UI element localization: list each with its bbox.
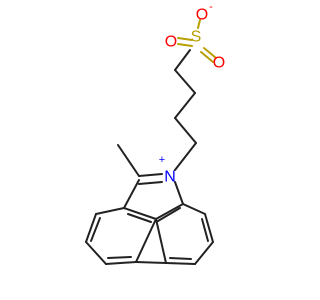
structure-canvas: S O - O O N + — [85, 1, 225, 265]
atom-nitrogen-label: N — [164, 169, 176, 186]
bond-layer — [85, 19, 217, 265]
bond-n-c2-b — [138, 181, 163, 185]
bond-c2a-c3 — [95, 207, 125, 215]
atom-label-layer: S O - O O N + — [159, 1, 225, 186]
bond-inner-1 — [90, 217, 101, 242]
bond-s-o-right-b — [200, 51, 214, 63]
bond-c8a-c8b — [155, 203, 184, 220]
atom-sulfur-label: S — [191, 29, 202, 46]
atom-oxygen-right-label: O — [213, 55, 225, 72]
bond-c3-c4 — [85, 213, 97, 243]
bond-c2-c3 — [174, 92, 196, 119]
bond-inner-2 — [107, 256, 132, 259]
bond-c8a-c8 — [182, 203, 206, 215]
nitrogen-positive-charge: + — [159, 154, 165, 166]
bond-c6-c5a — [165, 262, 196, 265]
bond-inner-6 — [157, 207, 181, 222]
bond-c2-c2a — [123, 179, 140, 209]
bond-n-c8a — [174, 181, 184, 205]
atom-oxygen-top-label: O — [196, 7, 208, 24]
bond-inner-4 — [201, 218, 209, 242]
oxygen-negative-charge: - — [209, 1, 213, 13]
bond-c1-c2 — [174, 69, 196, 94]
bond-c4-n — [174, 142, 197, 171]
bond-c2-methyl — [117, 144, 140, 177]
bond-s-o-right-a — [203, 47, 217, 59]
bond-inner-3 — [127, 213, 152, 223]
bond-c8-c7 — [204, 213, 214, 243]
molecule-structure: S O - O O N + — [85, 1, 225, 265]
bond-n-c2-a — [138, 173, 163, 177]
bond-c2a-c8b — [123, 207, 157, 220]
bond-s-o-top — [197, 19, 201, 29]
bond-c5a2-c8b — [155, 218, 167, 264]
bond-c5-c5a — [105, 261, 137, 265]
atom-oxygen-left-label: O — [165, 34, 177, 51]
bond-inner-5 — [169, 257, 192, 260]
bond-s-c1 — [174, 49, 191, 71]
bond-s-o-left-a — [177, 37, 193, 41]
bond-c5a-c5a2 — [135, 261, 167, 264]
bond-s-o-left-b — [177, 43, 193, 47]
bond-c4-c5 — [85, 241, 107, 265]
bond-c7-c6 — [194, 241, 214, 265]
bond-c3-c4 — [174, 117, 197, 144]
bond-c5a-c8b — [135, 218, 157, 263]
